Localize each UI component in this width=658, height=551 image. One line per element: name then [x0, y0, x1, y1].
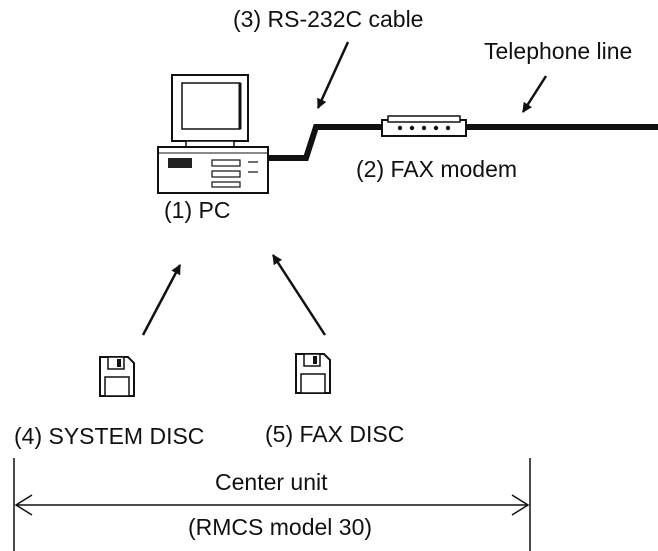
pc-icon: [157, 74, 269, 194]
fax-disc-arrow: [271, 254, 327, 336]
fax-disc-label: (5) FAX DISC: [265, 421, 405, 447]
system-disc-arrow: [141, 264, 182, 336]
cable-arrow: [316, 41, 350, 109]
modem-label: (2) FAX modem: [356, 156, 518, 182]
fax-disc-icon: [295, 353, 331, 394]
center-unit-label: Center unit: [215, 469, 328, 495]
system-disc-label: (4) SYSTEM DISC: [14, 423, 205, 449]
pc-label: (1) PC: [164, 197, 231, 223]
center-unit-span: [13, 458, 531, 551]
system-disc-icon: [99, 356, 135, 397]
fax-modem-icon: [381, 115, 467, 137]
telephone-label: Telephone line: [484, 38, 633, 64]
cable-label: (3) RS-232C cable: [233, 6, 424, 32]
rs232c-cable: [268, 124, 384, 161]
model-label: (RMCS model 30): [188, 514, 373, 540]
telephone-arrow: [521, 75, 548, 113]
